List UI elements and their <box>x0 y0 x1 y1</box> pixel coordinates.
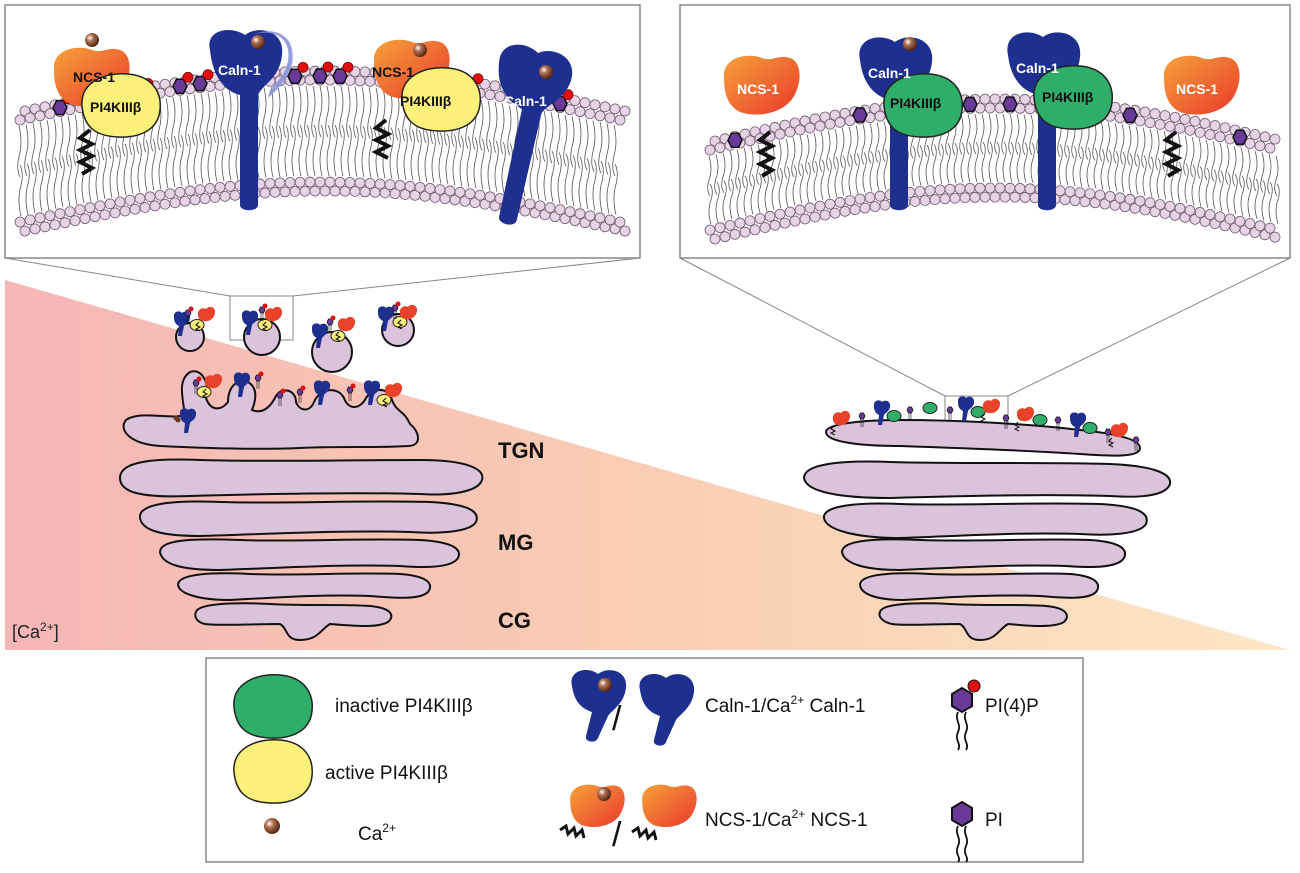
calcium-ion <box>903 37 917 51</box>
region-label-tgn: TGN <box>498 438 544 463</box>
legend-inactive-pi4k-icon <box>233 674 313 739</box>
legend-pi4p-icon <box>951 679 981 751</box>
protein-label: Caln-1 <box>868 65 911 81</box>
legend-inactive-label: inactive PI4KIIIβ <box>335 696 473 717</box>
caln1-protein <box>498 44 573 225</box>
legend-caln-label: Caln-1/Ca2+ Caln-1 <box>705 693 865 717</box>
legend-caln-icon <box>639 674 695 746</box>
legend-calcium-icon <box>264 818 280 834</box>
protein-label: NCS-1 <box>1176 81 1218 97</box>
cisterna <box>176 572 432 602</box>
calcium-ion <box>251 35 265 49</box>
protein-label: Caln-1 <box>218 62 261 78</box>
legend: inactive PI4KIIIβ active PI4KIIIβ Ca2+ /… <box>233 670 1039 863</box>
cisterna <box>858 572 1100 602</box>
legend-active-label: active PI4KIIIβ <box>325 763 448 784</box>
protein-label: Caln-1 <box>1016 60 1059 76</box>
protein-label: NCS-1 <box>73 69 115 85</box>
legend-caln-ca-icon <box>571 670 627 742</box>
legend-calcium-label: Ca2+ <box>358 821 396 845</box>
protein-label: PI4KIIIβ <box>890 95 942 111</box>
tgn-cisterna <box>824 418 1142 457</box>
legend-pi4p-label: PI(4)P <box>985 696 1039 717</box>
left-golgi-proteins <box>173 301 418 433</box>
cisterna <box>158 538 460 572</box>
calcium-ion <box>539 65 553 79</box>
cisterna <box>823 502 1148 540</box>
legend-ncs-label: NCS-1/Ca2+ NCS-1 <box>705 807 868 831</box>
ncs1-anchor <box>75 128 97 176</box>
protein-label: PI4KIIIβ <box>400 93 452 109</box>
right-golgi-proteins <box>829 396 1140 451</box>
calcium-ion <box>85 33 99 47</box>
cisterna <box>840 538 1126 572</box>
zoom-lines <box>4 257 1291 437</box>
legend-pi-icon <box>951 800 973 863</box>
protein-label: NCS-1 <box>372 64 414 80</box>
cisterna <box>118 458 484 498</box>
vesicle <box>311 331 353 373</box>
left-panel-proteins: NCS-1 PI4KIIIβ Caln-1 NCS-1 PI4KIIIβ Cal… <box>53 30 573 225</box>
region-label-mg: MG <box>498 530 533 555</box>
legend-separator: / <box>612 816 622 854</box>
region-label-cg: CG <box>498 608 531 633</box>
protein-label: PI4KIIIβ <box>1042 89 1094 105</box>
cisterna <box>802 460 1172 500</box>
legend-pi-label: PI <box>985 810 1003 831</box>
caln1-protein <box>209 30 283 211</box>
cisterna <box>138 500 478 538</box>
right-panel-proteins: NCS-1 Caln-1 PI4KIIIβ Caln-1 PI4KIIIβ NC… <box>723 32 1240 211</box>
calcium-gradient-label: [Ca2+] <box>12 620 59 642</box>
legend-active-pi4k-icon <box>233 739 313 804</box>
cisterna <box>878 602 1068 642</box>
cisterna <box>194 602 393 642</box>
golgi-right <box>802 418 1172 642</box>
calcium-ion <box>413 43 427 57</box>
protein-label: NCS-1 <box>737 81 779 97</box>
protein-label: PI4KIIIβ <box>90 99 142 115</box>
legend-separator: / <box>612 700 622 738</box>
protein-label: Caln-1 <box>504 93 547 109</box>
